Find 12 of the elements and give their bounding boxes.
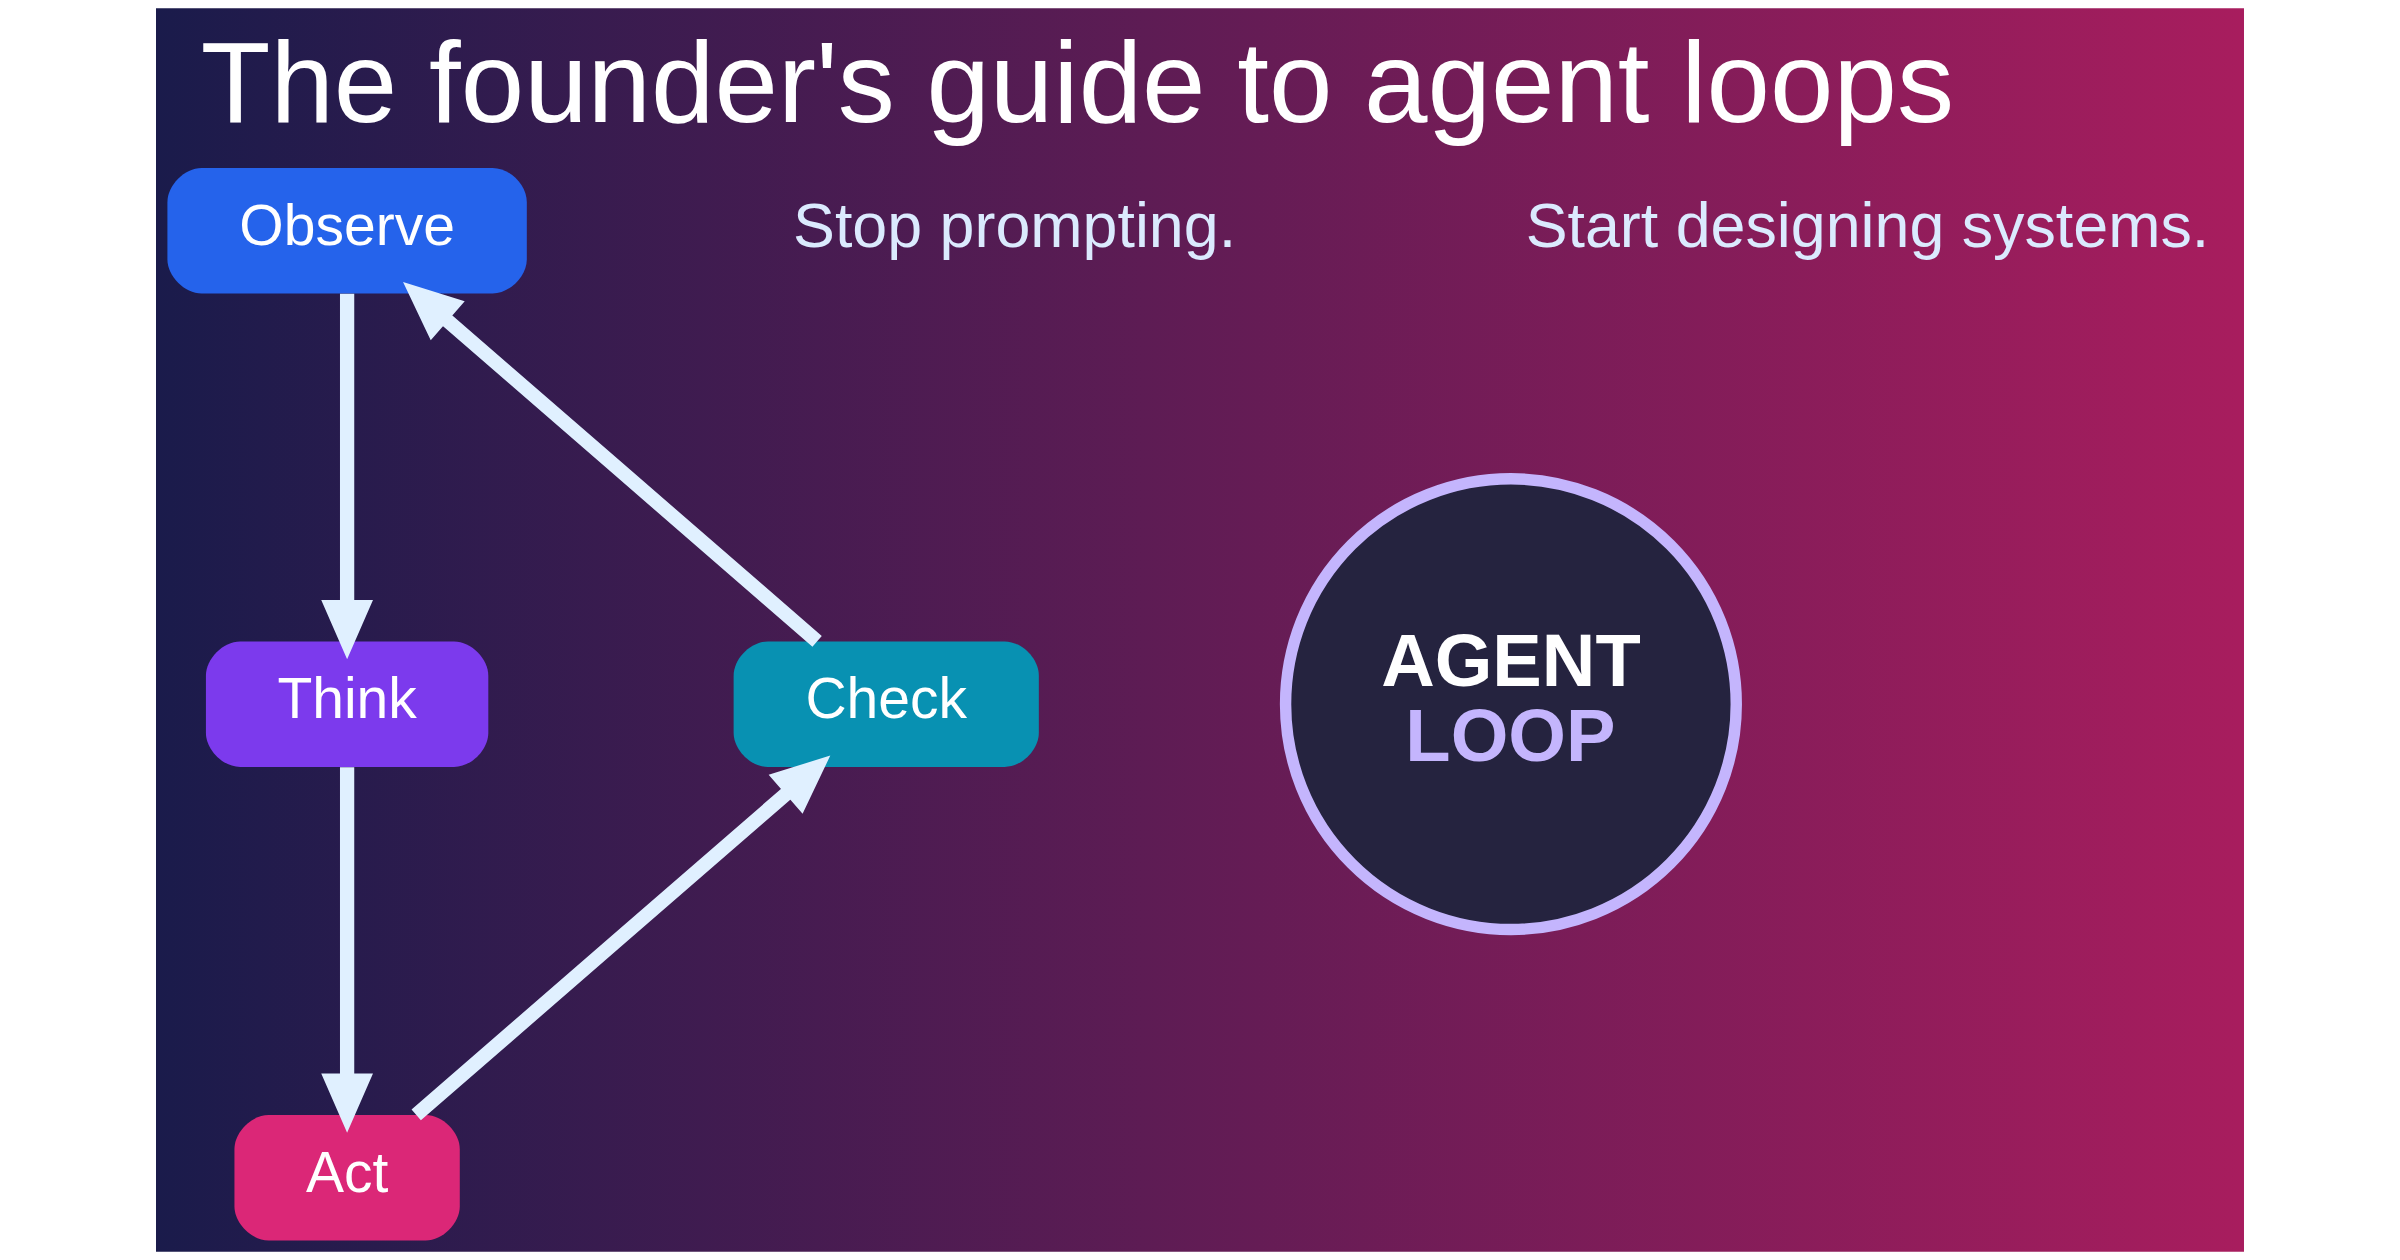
node-box: Observe <box>167 167 527 294</box>
arrow <box>411 755 831 1121</box>
diagram-title: The founder's guide to agent loops <box>200 19 1954 147</box>
node-box: Act <box>234 1114 460 1241</box>
node-circle: AGENT LOOP <box>1279 473 1742 936</box>
node-box: Think <box>205 641 489 767</box>
arrow <box>321 767 373 1133</box>
label: Stop prompting. <box>793 189 1237 260</box>
arrow <box>321 293 373 660</box>
label: Start designing systems. <box>1525 189 2210 260</box>
arrow <box>403 282 822 647</box>
node-box: Check <box>733 641 1039 767</box>
